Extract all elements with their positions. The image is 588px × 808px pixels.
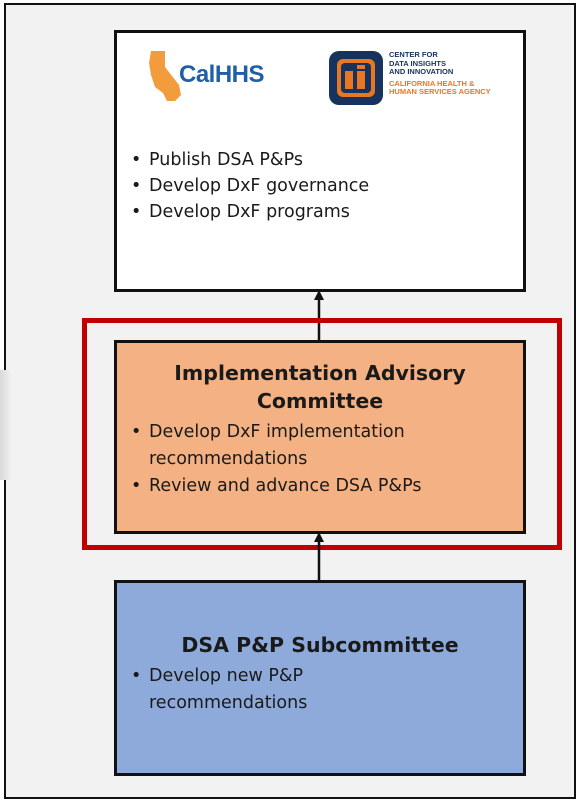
cdii-line-3: AND INNOVATION <box>389 67 454 76</box>
subcommittee-bullet-list: Develop new P&P recommendations <box>117 663 427 717</box>
highlight-border <box>82 318 562 550</box>
calhhs-cdii-box: CalHHS CENTER FOR DATA INSIGHTS AND INNO… <box>114 30 526 292</box>
cdii-line-4: CALIFORNIA HEALTH & <box>389 78 475 88</box>
list-item: Develop new P&P recommendations <box>127 663 427 717</box>
calhhs-logo: CalHHS <box>145 47 295 101</box>
committee-bullet-list: Develop DxF implementation recommendatio… <box>117 419 523 500</box>
committee-title-line-1: Implementation Advisory <box>174 361 466 385</box>
committee-title: Implementation Advisory Committee <box>117 359 523 415</box>
arrow-up-icon <box>314 532 324 582</box>
cdii-logo: CENTER FOR DATA INSIGHTS AND INNOVATION … <box>327 49 507 113</box>
cdii-line-5: HUMAN SERVICES AGENCY <box>389 87 491 96</box>
list-item: Develop DxF implementation recommendatio… <box>127 419 523 473</box>
list-item: Publish DSA P&Ps <box>127 147 517 173</box>
cdii-emblem-icon <box>329 51 383 105</box>
cdii-line-2: DATA INSIGHTS <box>389 58 446 68</box>
cdii-line-1: CENTER FOR <box>389 50 438 59</box>
california-state-icon <box>149 51 181 101</box>
implementation-advisory-committee-box: Implementation Advisory Committee Develo… <box>114 340 526 534</box>
dsa-pp-subcommittee-box: DSA P&P Subcommittee Develop new P&P rec… <box>114 580 526 776</box>
calhhs-logo-text: CalHHS <box>179 61 265 88</box>
list-item: Develop DxF governance <box>127 173 517 199</box>
list-item: Review and advance DSA P&Ps <box>127 473 523 500</box>
top-bullet-list: Publish DSA P&Ps Develop DxF governance … <box>127 147 517 225</box>
list-item: Develop DxF programs <box>127 199 517 225</box>
frame-shadow <box>0 370 12 480</box>
subcommittee-title: DSA P&P Subcommittee <box>181 633 459 657</box>
cdii-logo-text: CENTER FOR DATA INSIGHTS AND INNOVATION … <box>389 50 491 97</box>
committee-title-line-2: Committee <box>256 389 384 413</box>
